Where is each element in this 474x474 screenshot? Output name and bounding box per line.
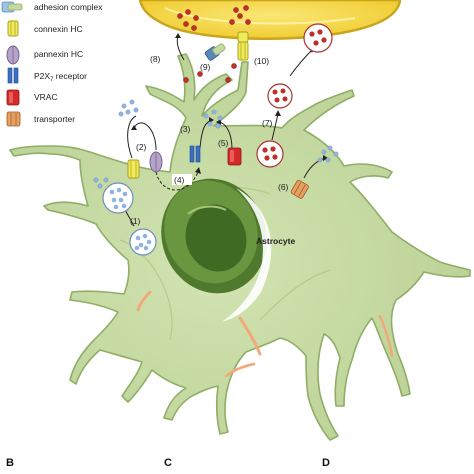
arrowhead: [275, 110, 281, 116]
arrowhead: [195, 167, 201, 174]
panel-letter-d: D: [322, 457, 330, 469]
arrows: [120, 33, 328, 227]
legend-item-transporter: transporter: [6, 111, 75, 127]
released-blue-molecules: [203, 109, 223, 129]
legend-label: P2X7 receptor: [34, 71, 87, 83]
released-blue-molecules: [118, 99, 139, 117]
vrac-membrane: [227, 147, 242, 166]
transporter-icon: [6, 111, 21, 127]
pannexin-hc-membrane: [149, 151, 163, 173]
legend-item-adhesion-complex: adhesion complex: [1, 1, 103, 13]
arrow-step-4-dashed: [155, 171, 199, 191]
step-label-2: (2): [136, 142, 147, 152]
connexin-hc-icon: [7, 20, 19, 37]
step-label-4: (4): [174, 175, 185, 185]
arrow-step-10: [289, 49, 313, 77]
orange-fold-2: [238, 316, 262, 356]
p2x7-label-sub: 7: [50, 77, 54, 83]
step-label-6: (6): [278, 182, 289, 192]
target-cell: [138, 0, 402, 41]
connexin-hc-contact: [237, 31, 249, 61]
nucleus-inner-rim: [187, 205, 227, 215]
step-label-10: (10): [254, 56, 269, 66]
connexin-hc-membrane: [127, 159, 140, 179]
step-label-5: (5): [218, 138, 229, 148]
vrac-icon: [6, 89, 20, 106]
pannexin-hc-icon: [6, 45, 20, 65]
blue-vesicle: [129, 228, 157, 256]
p2x7-receptor-icon: [7, 67, 19, 84]
legend-label: transporter: [34, 114, 75, 124]
legend-item-connexin-hc: connexin HC: [7, 20, 83, 37]
step-label-8: (8): [150, 54, 161, 64]
p2x7-label-rest: receptor: [53, 71, 87, 81]
arrowhead: [131, 125, 137, 130]
arrowhead: [175, 33, 181, 38]
step-label-4-bg: [172, 174, 192, 185]
red-vesicle: [256, 140, 284, 168]
orange-fold-1: [136, 290, 152, 312]
astrocyte-label: Astrocyte: [256, 236, 295, 246]
arrow-step-2: [133, 122, 157, 151]
arrow-step-3: [127, 115, 137, 159]
released-red-molecules: [183, 5, 251, 83]
panel-letter-b: B: [6, 457, 14, 469]
p2x7-receptor-membrane: [189, 145, 201, 163]
arrowhead: [216, 119, 221, 125]
released-blue-molecules: [317, 145, 339, 163]
legend-label: VRAC: [34, 92, 58, 102]
released-red-molecules: [177, 9, 199, 31]
legend-label: adhesion complex: [34, 2, 103, 12]
arrowhead: [323, 155, 328, 161]
legend-item-pannexin-hc: pannexin HC: [6, 45, 83, 65]
step-label-1: (1): [130, 216, 141, 226]
step-labels: (1) (2) (3) (4) (5) (6) (7) (8) (9) (10): [130, 54, 289, 226]
legend: adhesion complex connexin HC pannexin HC: [1, 1, 103, 127]
red-vesicle: [267, 83, 293, 109]
nucleolus: [185, 204, 247, 272]
arrowhead: [209, 117, 214, 123]
p2x7-label-main: P2X: [34, 71, 50, 81]
orange-fold-4: [224, 362, 256, 378]
blue-vesicle-fusing: [102, 182, 134, 214]
panel-letter-c: C: [164, 457, 172, 469]
legend-label: pannexin HC: [34, 49, 83, 59]
arrow-step-7: [271, 113, 279, 141]
nucleus-highlight-swoosh: [222, 188, 272, 322]
orange-fold-3: [378, 314, 394, 358]
step-label-7: (7): [262, 118, 273, 128]
adhesion-complex-icon: [1, 1, 23, 13]
transporter-membrane: [290, 179, 309, 199]
legend-item-p2x7-receptor: P2X7 receptor: [7, 67, 87, 84]
adhesion-complex-contact: [204, 43, 226, 61]
legend-item-vrac: VRAC: [6, 89, 58, 106]
step-label-9: (9): [200, 62, 211, 72]
step-label-3: (3): [180, 124, 191, 134]
released-blue-molecules: [93, 177, 109, 189]
legend-label: connexin HC: [34, 24, 83, 34]
red-vesicle: [303, 23, 333, 53]
